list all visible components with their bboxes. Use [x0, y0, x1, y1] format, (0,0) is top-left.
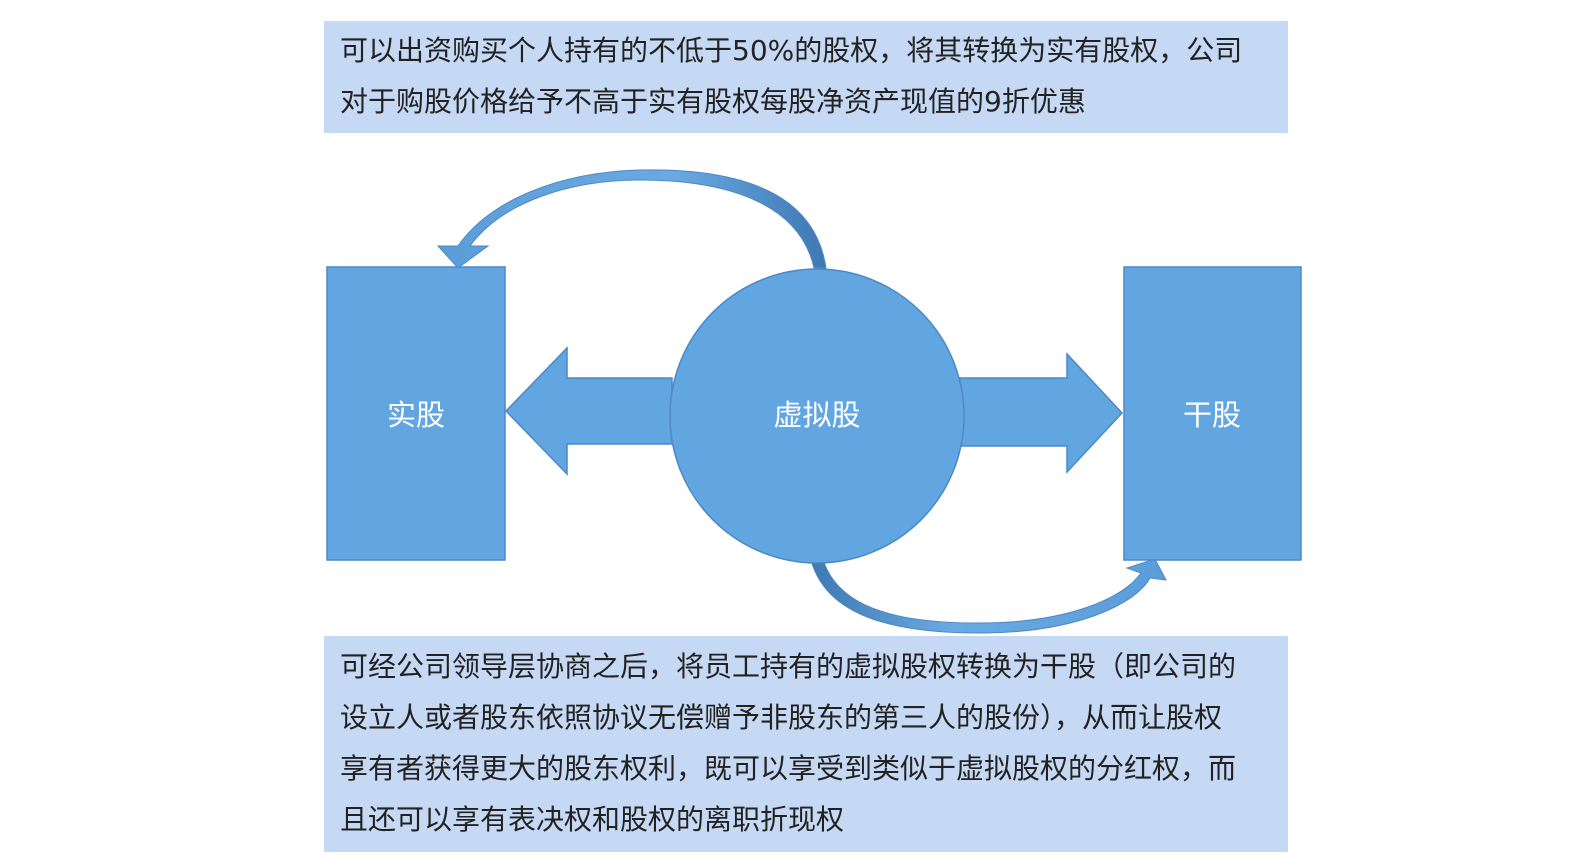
virtual-shares-label: 虚拟股	[773, 398, 860, 432]
bottom-note-line-4: 且还可以享有表决权和股权的离职折现权	[340, 803, 845, 836]
real-shares-label: 实股	[387, 398, 445, 432]
real-shares-node: 实股	[326, 266, 506, 561]
curved-arrow-to-dry-shares	[809, 555, 1167, 634]
curved-arrow-to-real-shares	[436, 169, 827, 269]
dry-shares-node: 干股	[1123, 266, 1302, 561]
dry-shares-label: 干股	[1183, 398, 1241, 432]
bottom-note-line-1: 可经公司领导层协商之后，将员工持有的虚拟股权转换为干股（即公司的	[340, 650, 1237, 683]
virtual-shares-node: 虚拟股	[669, 268, 965, 564]
block-arrow-right	[959, 352, 1124, 474]
bottom-note-box: 可经公司领导层协商之后，将员工持有的虚拟股权转换为干股（即公司的 设立人或者股东…	[324, 636, 1288, 852]
block-arrow-left	[504, 346, 673, 476]
top-note-line-1: 可以出资购买个人持有的不低于50%的股权，将其转换为实有股权，公司	[340, 34, 1243, 67]
bottom-note-line-2: 设立人或者股东依照协议无偿赠予非股东的第三人的股份），从而让股权	[340, 701, 1223, 734]
bottom-note-line-3: 享有者获得更大的股东权利，既可以享受到类似于虚拟股权的分红权，而	[340, 752, 1237, 785]
top-note-line-2: 对于购股价格给予不高于实有股权每股净资产现值的9折优惠	[340, 85, 1086, 118]
top-note-box: 可以出资购买个人持有的不低于50%的股权，将其转换为实有股权，公司 对于购股价格…	[324, 21, 1288, 133]
